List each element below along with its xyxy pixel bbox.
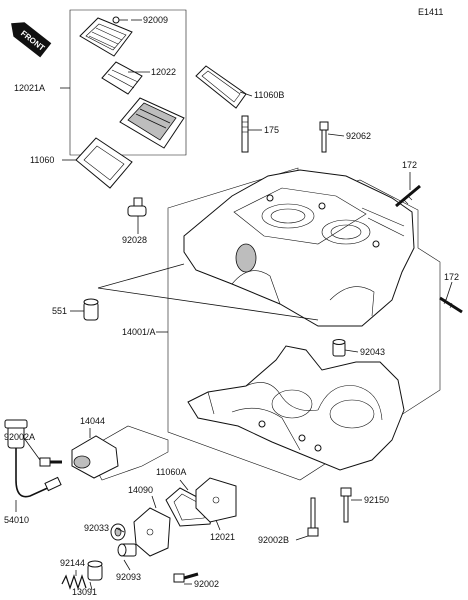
callout-92002A: 92002A — [4, 432, 35, 442]
bolt-92062 — [319, 121, 329, 153]
callout-11060B: 11060B — [254, 90, 284, 100]
callout-92150: 92150 — [364, 495, 389, 505]
bolt-92002A — [39, 457, 62, 467]
callout-54010: 54010 — [4, 515, 29, 525]
callout-172-lower: 172 — [444, 272, 459, 282]
callout-92028: 92028 — [122, 235, 147, 245]
callout-92093: 92093 — [116, 572, 141, 582]
lower-crankcase — [187, 345, 405, 471]
callout-92144: 92144 — [60, 558, 85, 568]
callout-92062: 92062 — [346, 131, 371, 141]
reed-gasket-11060B — [195, 65, 247, 109]
screw-92009 — [112, 16, 128, 24]
callout-92033: 92033 — [84, 523, 109, 533]
bracket-14044 — [71, 435, 119, 479]
callout-92009: 92009 — [143, 15, 168, 25]
callout-12021A: 12021A — [14, 83, 45, 93]
callout-12022: 12022 — [151, 67, 176, 77]
callout-13091: 13091 — [72, 587, 97, 597]
reed-valve-base — [119, 97, 185, 149]
front-arrow-icon: FRONT — [11, 22, 52, 58]
callout-551: 551 — [52, 306, 67, 316]
callout-175: 175 — [264, 125, 279, 135]
cover-12021 — [195, 477, 237, 523]
callout-92002: 92002 — [194, 579, 219, 589]
callout-14001A: 14001/A — [122, 327, 156, 337]
stud-175 — [241, 115, 249, 153]
plug-92028 — [127, 197, 147, 217]
cover-14090 — [133, 507, 171, 557]
stud-172-lower — [439, 296, 463, 314]
dowel-92043 — [332, 339, 346, 357]
bushing-92093 — [117, 543, 137, 557]
leader-lines — [15, 19, 453, 591]
callout-92002B: 92002B — [258, 535, 289, 545]
bolt-92150 — [340, 487, 352, 523]
callout-92043: 92043 — [360, 347, 385, 357]
bolt-92002 — [173, 572, 199, 583]
cable-54010 — [4, 419, 62, 498]
callout-12021: 12021 — [210, 532, 235, 542]
callout-14090: 14090 — [128, 485, 153, 495]
reed-valve-top — [79, 17, 133, 57]
spring-92144 — [61, 574, 87, 590]
diagram-id: E1411 — [418, 7, 443, 17]
accessory-group-box — [85, 425, 169, 481]
washer-92033 — [110, 523, 126, 541]
plunger-13091 — [87, 560, 103, 581]
pin-551 — [83, 298, 99, 321]
callout-172-upper: 172 — [402, 160, 417, 170]
bolt-92002B — [307, 497, 319, 537]
reed-valve-middle — [101, 61, 143, 95]
stud-172-upper — [395, 184, 421, 208]
reed-gasket-11060 — [75, 137, 133, 189]
upper-crankcase — [183, 169, 415, 327]
callout-14044: 14044 — [80, 416, 105, 426]
callout-11060A: 11060A — [156, 467, 186, 477]
reed-valve-group-box — [69, 9, 187, 156]
callout-11060: 11060 — [30, 155, 54, 165]
